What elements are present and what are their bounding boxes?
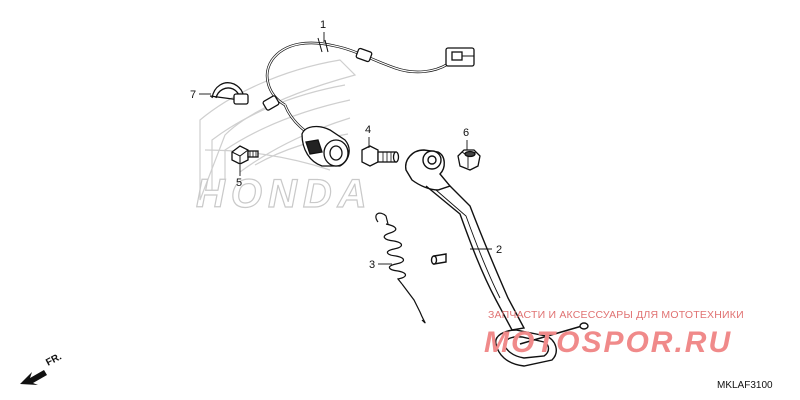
svg-text:2: 2: [496, 244, 502, 256]
svg-text:7: 7: [190, 89, 196, 101]
callout-3: 3: [369, 259, 392, 271]
watermark-brand: MOTOSPOR.RU: [484, 326, 732, 359]
svg-text:1: 1: [320, 19, 326, 31]
band-part: [209, 82, 249, 105]
svg-text:FR.: FR.: [44, 351, 64, 368]
arrow-icon: [20, 370, 47, 385]
side-stand-part: [405, 149, 589, 367]
svg-text:4: 4: [365, 124, 371, 136]
svg-text:5: 5: [236, 177, 242, 189]
front-direction-arrow: FR.: [20, 351, 64, 385]
honda-wing-logo: [199, 59, 357, 201]
nut-part: [457, 149, 481, 171]
svg-text:6: 6: [463, 127, 469, 139]
callout-6: 6: [463, 127, 469, 150]
svg-text:3: 3: [369, 259, 375, 271]
callout-7: 7: [190, 89, 211, 101]
callout-1: 1: [320, 19, 326, 42]
bolt-part: [231, 145, 259, 165]
pivot-bolt-part: [361, 145, 400, 167]
spring-part: [375, 212, 426, 324]
callout-5: 5: [236, 165, 242, 189]
wire-harness-part: [262, 37, 475, 167]
honda-logo-text: HONDA: [196, 172, 373, 216]
diagram-code: MKLAF3100: [717, 380, 773, 391]
callout-4: 4: [365, 124, 371, 148]
watermark-caption: ЗАПЧАСТИ И АКСЕССУАРЫ ДЛЯ МОТОТЕХНИКИ: [488, 309, 744, 321]
callout-2: 2: [470, 244, 502, 256]
